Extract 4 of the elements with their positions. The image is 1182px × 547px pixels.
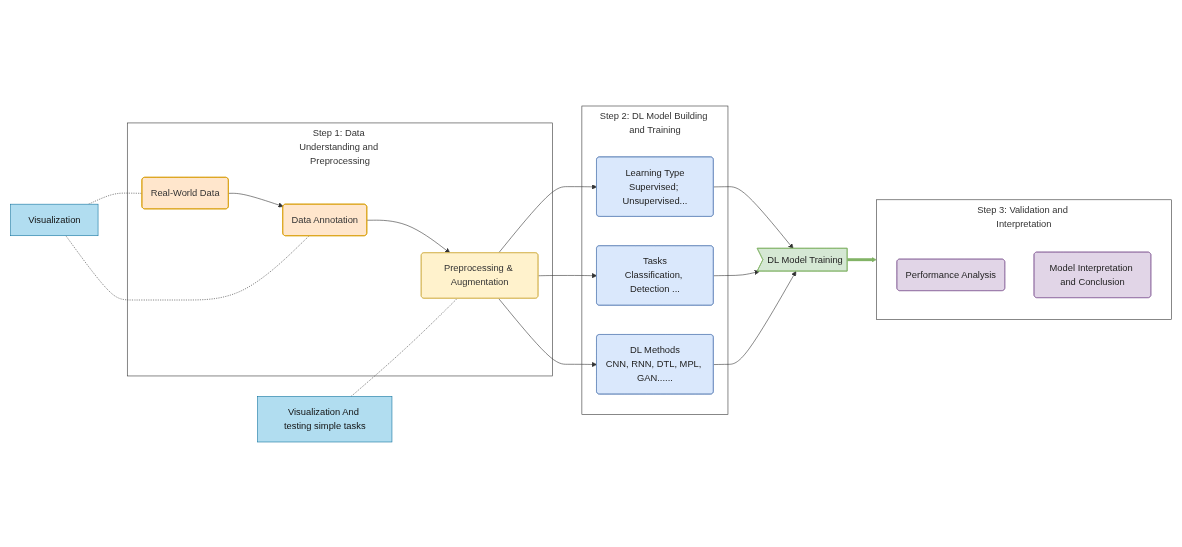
connector (65, 234, 310, 300)
node-box: Visualization (10, 203, 99, 236)
arrow (847, 256, 877, 262)
node-box: Visualization And testing simple tasks (257, 395, 393, 442)
